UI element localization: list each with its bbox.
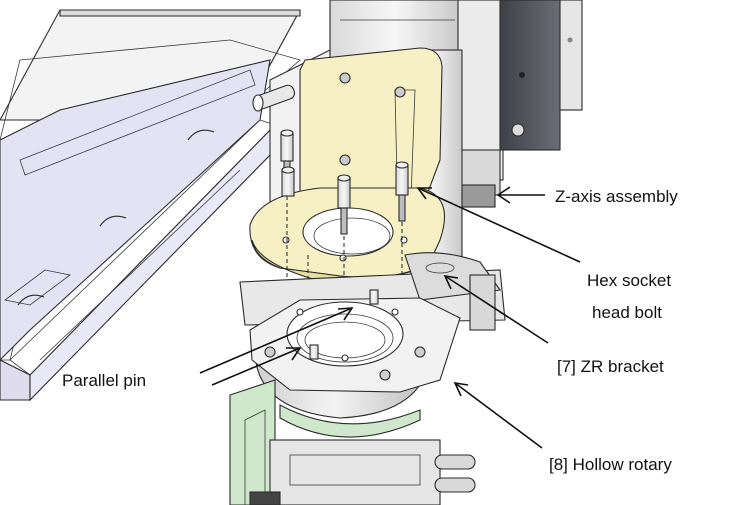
lower-frame — [229, 379, 476, 505]
hollow-rotary-arrow — [453, 381, 543, 449]
bolt — [337, 174, 351, 235]
label-head-bolt: head bolt — [592, 303, 662, 322]
zr-bracket-arrow — [443, 274, 549, 344]
parallel-pin-arrows — [199, 307, 354, 386]
label-parallel-pin: Parallel pin — [62, 371, 146, 390]
hex-bolt-arrow — [416, 187, 581, 263]
label-hex-socket: Hex socket — [587, 271, 671, 290]
hollow-rotary — [249, 289, 461, 419]
bolt — [395, 161, 409, 222]
linear-rail-table — [0, 9, 301, 402]
callout-labels: Z-axis assembly Hex socket head bolt [7]… — [62, 187, 678, 474]
leader-lines — [199, 186, 581, 449]
z-axis-arrow — [496, 186, 545, 204]
label-hollow-rotary: [8] Hollow rotary — [549, 455, 672, 474]
label-zr-bracket: [7] ZR bracket — [557, 357, 664, 376]
hex-socket-bolts — [280, 129, 409, 235]
bolt — [281, 166, 295, 197]
label-z-axis-assembly: Z-axis assembly — [555, 187, 678, 206]
